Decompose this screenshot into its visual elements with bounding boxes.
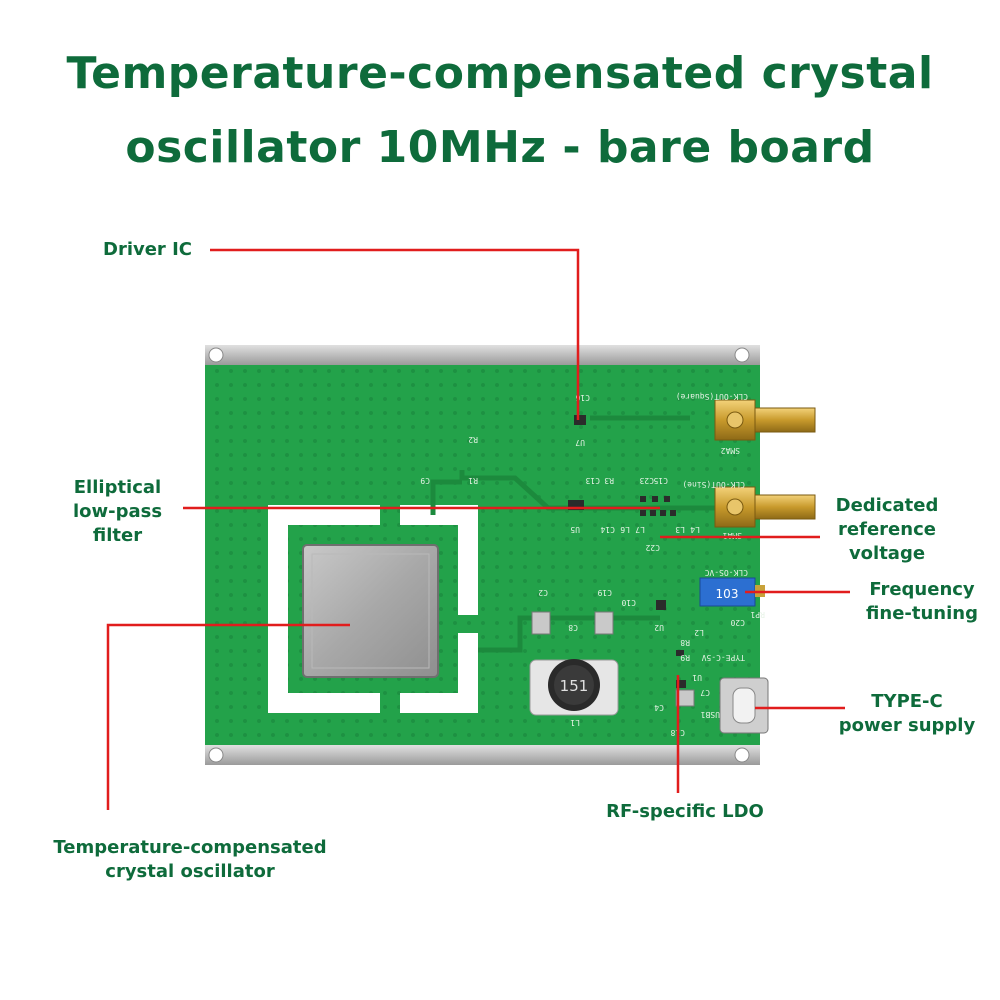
svg-text:L7: L7 (635, 525, 645, 534)
svg-text:C14: C14 (600, 525, 615, 534)
leader-driver-ic (210, 248, 580, 420)
svg-text:C9: C9 (420, 476, 430, 485)
svg-text:103: 103 (716, 587, 739, 601)
svg-text:C22: C22 (645, 543, 660, 552)
svg-text:C7: C7 (700, 688, 710, 697)
callout-usb-c: TYPE-C power supply (838, 691, 976, 736)
svg-text:CLK-OUT(Sine): CLK-OUT(Sine) (682, 480, 745, 489)
svg-text:151: 151 (560, 677, 589, 695)
svg-text:C4: C4 (654, 703, 664, 712)
svg-text:USB1: USB1 (701, 710, 720, 719)
mounting-hole (208, 747, 224, 763)
callout-elliptical-filter: Elliptical low-pass filter (72, 477, 163, 546)
svg-text:C8: C8 (568, 623, 578, 632)
svg-text:L3: L3 (675, 525, 685, 534)
smd-components (568, 415, 686, 688)
electrolytic-capacitors (531, 611, 695, 707)
svg-text:L2: L2 (694, 628, 704, 637)
inductor-l1: 151 (529, 659, 619, 716)
svg-text:L4: L4 (690, 525, 700, 534)
svg-text:TYPE-C-5V: TYPE-C-5V (701, 653, 745, 662)
svg-text:SMA2: SMA2 (721, 446, 740, 455)
page-title-line-2: oscillator 10MHz - bare board (125, 122, 875, 173)
mounting-hole (208, 347, 224, 363)
svg-text:L1: L1 (570, 718, 580, 727)
svg-text:CLK-OUT(Square): CLK-OUT(Square) (676, 392, 748, 401)
bottom-metal-rail (205, 745, 760, 765)
svg-text:SMA1: SMA1 (723, 531, 742, 540)
svg-text:L6: L6 (620, 525, 630, 534)
usb-c-port (719, 677, 769, 734)
sma-connector-sine (714, 486, 816, 528)
svg-text:RP1: RP1 (750, 610, 765, 619)
svg-text:U2: U2 (654, 623, 664, 632)
isolation-slots (268, 505, 478, 713)
callout-leader-lines (106, 248, 850, 810)
silkscreen-labels: C16 U7 R2 R1 C9 U5 C13 R3 C23 C15 L6 L7 … (420, 392, 765, 737)
callout-tcxo: Temperature-compensated crystal oscillat… (53, 837, 327, 882)
svg-text:U1: U1 (692, 673, 702, 682)
svg-text:C2: C2 (538, 588, 548, 597)
svg-text:C16: C16 (575, 393, 590, 402)
svg-text:C13: C13 (585, 476, 600, 485)
svg-text:R8: R8 (680, 638, 690, 647)
svg-text:C20: C20 (730, 618, 745, 627)
callout-reference-voltage: Dedicated reference voltage (835, 495, 939, 564)
svg-text:R1: R1 (468, 476, 478, 485)
sma-connector-square (714, 399, 816, 441)
svg-text:C15: C15 (653, 476, 668, 485)
svg-text:CLK-OS-VC: CLK-OS-VC (704, 568, 748, 577)
mounting-hole (734, 747, 750, 763)
tcxo-metal-can (302, 544, 439, 678)
top-metal-rail (205, 345, 760, 365)
svg-text:C10: C10 (621, 598, 636, 607)
callout-fine-tuning: Frequency fine-tuning (866, 579, 978, 624)
svg-text:U5: U5 (570, 525, 580, 534)
callout-ldo: RF-specific LDO (606, 801, 764, 822)
svg-text:C23: C23 (639, 476, 654, 485)
leader-tcxo (106, 623, 350, 810)
svg-text:U7: U7 (575, 438, 585, 447)
callout-driver-ic: Driver IC (103, 239, 192, 260)
svg-text:R2: R2 (468, 435, 478, 444)
page-title-line-1: Temperature-compensated crystal (66, 48, 934, 99)
svg-text:C19: C19 (597, 588, 612, 597)
svg-text:R9: R9 (680, 653, 690, 662)
svg-text:R3: R3 (604, 476, 614, 485)
mounting-hole (734, 347, 750, 363)
